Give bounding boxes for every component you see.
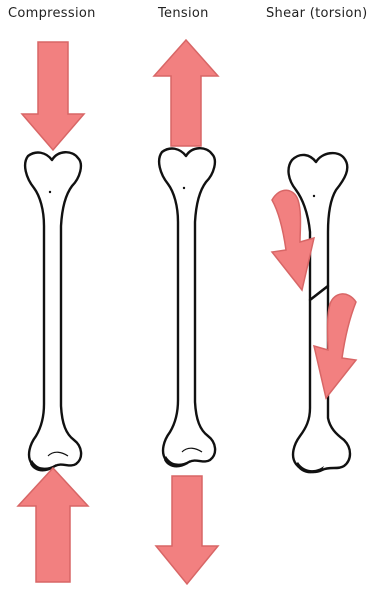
tension-group (154, 40, 218, 584)
arrow-up-icon (18, 468, 88, 582)
bone-compression (25, 152, 81, 471)
arrow-down-icon (156, 476, 218, 584)
bone-tension (159, 148, 215, 467)
compression-group (18, 42, 88, 582)
arrow-up-icon (154, 40, 218, 146)
shear-group (272, 153, 356, 473)
arrow-down-icon (22, 42, 84, 150)
